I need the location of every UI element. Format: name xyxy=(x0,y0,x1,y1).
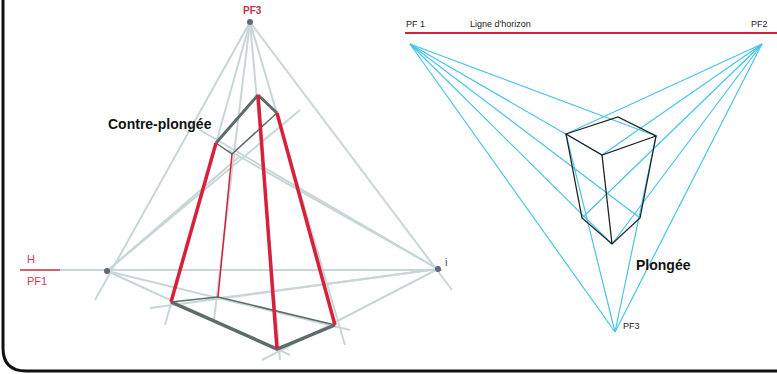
horizon-mark xyxy=(20,269,60,271)
box-edges xyxy=(171,95,335,349)
vanishing-point-label: i xyxy=(445,256,447,268)
vanishing-point-label: PF3 xyxy=(243,5,261,16)
vanishing-point xyxy=(247,19,253,25)
horizon-line xyxy=(405,32,777,34)
construction-lines xyxy=(410,44,762,332)
frame xyxy=(3,0,777,371)
vanishing-point xyxy=(435,266,441,272)
horizon-label: H xyxy=(27,253,35,265)
view-title: Plongée xyxy=(636,258,690,273)
view-title: Contre-plongée xyxy=(108,117,211,132)
vanishing-point-label: PF1 xyxy=(27,275,47,287)
vanishing-point-label: PF2 xyxy=(751,20,768,30)
vanishing-point-label: PF 1 xyxy=(406,20,425,30)
vanishing-point xyxy=(104,268,110,274)
vanishing-point-label: PF3 xyxy=(623,322,640,332)
vertical-edges xyxy=(171,95,335,349)
construction-lines xyxy=(20,22,452,360)
cube-edges xyxy=(566,117,656,244)
horizon-label: Ligne d'horizon xyxy=(470,20,531,30)
